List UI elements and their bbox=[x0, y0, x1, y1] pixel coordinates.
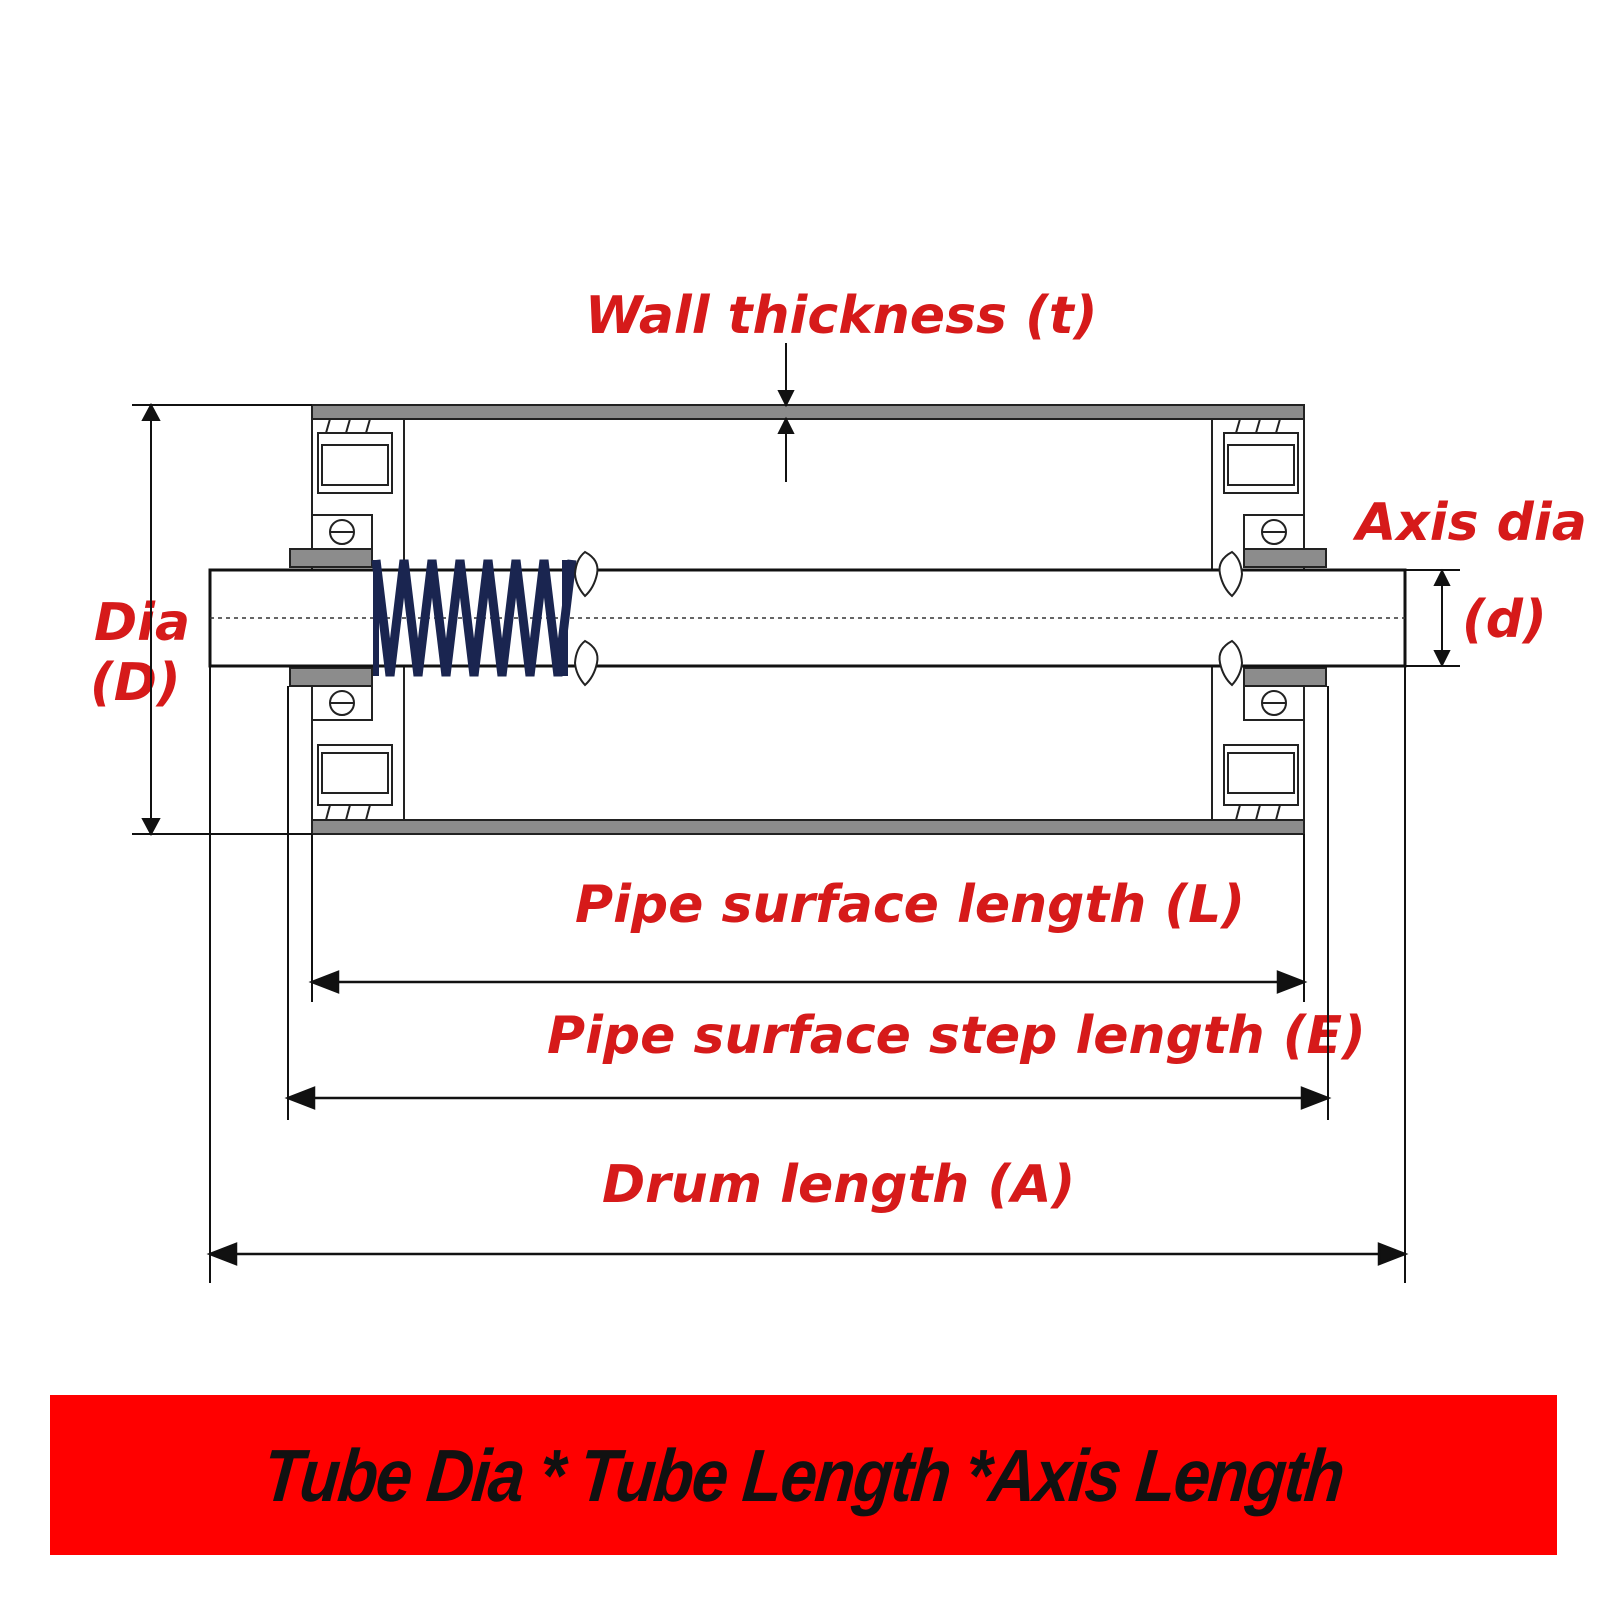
wall-thickness-label: Wall thickness (t) bbox=[585, 286, 1097, 346]
size-format-banner: Tube Dia * Tube Length *Axis Length bbox=[50, 1395, 1557, 1555]
extension-lines bbox=[209, 666, 1406, 1283]
pipe-surface-step-length-dimension bbox=[284, 1086, 1332, 1110]
tube-wall-top bbox=[311, 404, 1305, 420]
drum-length-dimension bbox=[206, 1242, 1409, 1266]
right-end-cap bbox=[1211, 418, 1327, 821]
axis-dia-dimension bbox=[1405, 568, 1460, 668]
spring bbox=[371, 559, 577, 677]
size-format-text: Tube Dia * Tube Length *Axis Length bbox=[260, 1433, 1347, 1517]
drum-length-label: Drum length (A) bbox=[602, 1155, 1075, 1215]
dia-dimension bbox=[132, 402, 312, 837]
pipe-surface-length-label: Pipe surface length (L) bbox=[575, 875, 1245, 935]
dia-label: Dia bbox=[94, 593, 190, 653]
wall-thickness-arrows bbox=[777, 343, 795, 482]
pipe-surface-length-dimension bbox=[308, 970, 1308, 994]
left-end-cap bbox=[289, 418, 405, 821]
dia-symbol-label: (D) bbox=[90, 653, 181, 713]
axis-dia-symbol-label: (d) bbox=[1462, 590, 1547, 650]
retaining-clips bbox=[573, 550, 1244, 687]
axis-dia-label: Axis dia bbox=[1352, 493, 1587, 553]
pipe-surface-step-length-label: Pipe surface step length (E) bbox=[547, 1006, 1366, 1066]
tube-wall-bottom bbox=[311, 819, 1305, 835]
